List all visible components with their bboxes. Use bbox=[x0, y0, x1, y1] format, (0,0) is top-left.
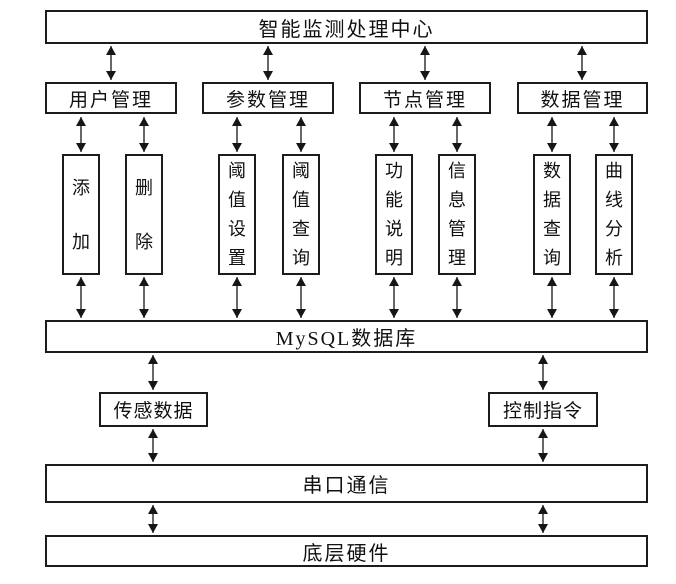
control-command-box: 控制指令 bbox=[488, 392, 598, 427]
submodule-box-info-management: 信息管理 bbox=[438, 154, 476, 275]
mysql-database-box: MySQL数据库 bbox=[45, 320, 648, 353]
center-title-box: 智能监测处理中心 bbox=[45, 10, 648, 44]
submodule-box-threshold-query: 阈值查询 bbox=[282, 154, 320, 275]
submodule-label: 添加 bbox=[72, 177, 90, 252]
submodule-label: 数据查询 bbox=[543, 160, 561, 268]
submodule-box-data-query: 数据查询 bbox=[533, 154, 571, 275]
submodule-label: 曲线分析 bbox=[605, 160, 623, 268]
hardware-box: 底层硬件 bbox=[45, 535, 648, 567]
submodule-box-add: 添加 bbox=[62, 154, 100, 275]
submodule-label: 信息管理 bbox=[448, 160, 466, 268]
submodule-label: 删除 bbox=[135, 177, 153, 252]
module-box-parameter-management: 参数管理 bbox=[202, 82, 334, 114]
submodule-label: 功能说明 bbox=[385, 160, 403, 268]
submodule-box-threshold-setting: 阈值设置 bbox=[218, 154, 256, 275]
module-box-data-management: 数据管理 bbox=[517, 82, 648, 114]
submodule-label: 阈值查询 bbox=[292, 160, 310, 268]
submodule-box-curve-analysis: 曲线分析 bbox=[595, 154, 633, 275]
sensor-data-box: 传感数据 bbox=[99, 392, 208, 427]
submodule-label: 阈值设置 bbox=[228, 160, 246, 268]
submodule-box-delete: 删除 bbox=[125, 154, 163, 275]
submodule-box-function-description: 功能说明 bbox=[375, 154, 413, 275]
module-box-node-management: 节点管理 bbox=[359, 82, 491, 114]
module-box-user-management: 用户管理 bbox=[45, 82, 177, 114]
serial-communication-box: 串口通信 bbox=[45, 464, 648, 503]
